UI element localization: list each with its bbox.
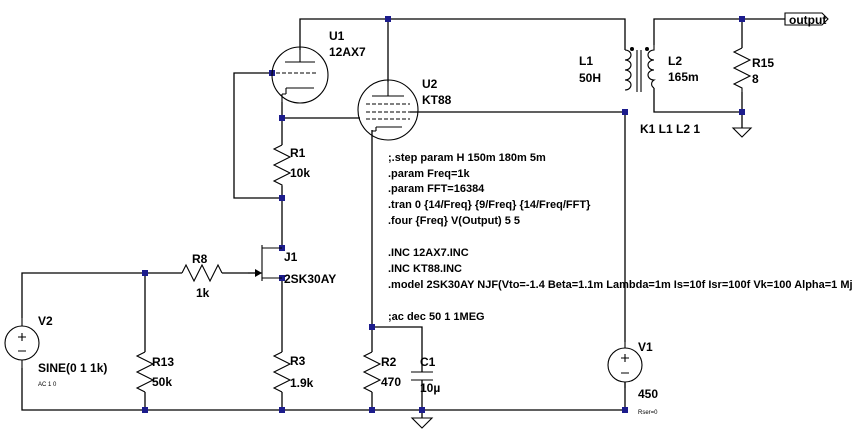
junction-dot: [142, 407, 148, 413]
directive-line: ;.step param H 150m 180m 5m: [388, 152, 546, 164]
j1-value-label: 2SK30AY: [284, 272, 336, 286]
output-flag-label: output: [789, 13, 826, 27]
u1-ref-label: U1: [329, 29, 345, 43]
j1-jfet-symbol[interactable]: [248, 245, 282, 281]
r3-resistor-symbol[interactable]: [272, 351, 292, 393]
v1-source-symbol[interactable]: [607, 342, 643, 388]
wire-u2-plate: [410, 111, 626, 342]
directive-line: .INC KT88.INC: [388, 263, 462, 275]
u1-value-label: 12AX7: [329, 45, 366, 59]
l2-value-label: 165m: [668, 70, 699, 84]
r15-ref-label: R15: [752, 56, 774, 70]
junction-dot: [622, 109, 628, 115]
wire-l2-top: [653, 18, 785, 45]
r13-value-label: 50k: [152, 375, 172, 389]
v2-ref-label: V2: [38, 314, 53, 328]
r3-value-label: 1.9k: [290, 376, 314, 390]
r2-value-label: 470: [381, 375, 401, 389]
transformer-symbol[interactable]: [624, 45, 656, 92]
c1-capacitor-symbol[interactable]: [411, 371, 433, 381]
r1-resistor-symbol[interactable]: [272, 144, 292, 186]
j1-ref-label: J1: [284, 250, 298, 264]
r15-resistor-symbol[interactable]: [732, 47, 752, 92]
r1-value-label: 10k: [290, 166, 310, 180]
junction-dot: [419, 407, 425, 413]
v1-value-label: 450: [638, 387, 658, 401]
junction-dot: [385, 16, 391, 22]
u1-triode-symbol[interactable]: [271, 46, 329, 104]
u2-value-label: KT88: [422, 93, 452, 107]
wire-top-rail: [299, 18, 626, 50]
l1-ref-label: L1: [579, 54, 593, 68]
junction-dot: [739, 16, 745, 22]
r8-value-label: 1k: [196, 286, 210, 300]
directive-line: .model 2SK30AY NJF(Vto=-1.4 Beta=1.1m La…: [388, 279, 853, 291]
spice-directives: ;.step param H 150m 180m 5m .param Freq=…: [388, 152, 853, 323]
directive-line: .INC 12AX7.INC: [388, 247, 469, 259]
wire-v2-top: [21, 272, 182, 318]
wire-u1-grid-feedback: [233, 72, 282, 199]
l1-value-label: 50H: [579, 71, 601, 85]
r2-resistor-symbol[interactable]: [362, 351, 382, 393]
v2-source-symbol[interactable]: [4, 318, 40, 368]
wire-l2-bottom: [653, 88, 743, 113]
v1-extra-label: Rser=0: [638, 410, 658, 416]
l2-ref-label: L2: [668, 54, 682, 68]
directive-line: ;ac dec 50 1 1MEG: [388, 311, 485, 323]
r8-ref-label: R8: [192, 252, 208, 266]
r8-resistor-symbol[interactable]: [181, 263, 223, 283]
r15-value-label: 8: [752, 72, 759, 86]
r3-ref-label: R3: [290, 354, 306, 368]
directive-line: .param Freq=1k: [388, 168, 471, 180]
output-net-flag[interactable]: output: [784, 12, 829, 27]
u2-pentode-symbol[interactable]: [357, 79, 419, 141]
junction-dot: [142, 270, 148, 276]
ground-symbol: [410, 417, 434, 429]
junction-dot: [279, 115, 285, 121]
v1-ref-label: V1: [638, 340, 653, 354]
directive-line: .tran 0 {14/Freq} {9/Freq} {14/Freq/FFT}: [388, 199, 591, 211]
r1-ref-label: R1: [290, 146, 306, 160]
directive-line: .param FFT=16384: [388, 183, 485, 195]
directive-line: .four {Freq} V(Output) 5 5: [388, 215, 520, 227]
junction-dot: [369, 324, 375, 330]
junction-dot: [369, 407, 375, 413]
v2-extra-label: AC 1 0: [38, 382, 57, 388]
junction-dot: [279, 195, 285, 201]
r2-ref-label: R2: [381, 355, 397, 369]
r13-ref-label: R13: [152, 355, 174, 369]
wire-ground-rail: [21, 368, 626, 411]
junction-dot: [279, 407, 285, 413]
ground-symbol: [731, 127, 753, 138]
v2-value-label: SINE(0 1 1k): [38, 361, 107, 375]
c1-ref-label: C1: [420, 355, 436, 369]
junction-dot: [622, 407, 628, 413]
junction-dot: [739, 109, 745, 115]
coupling-label: K1 L1 L2 1: [640, 122, 700, 136]
r13-resistor-symbol[interactable]: [135, 351, 155, 393]
c1-value-label: 10µ: [420, 381, 440, 395]
wire-c1-top: [372, 326, 423, 372]
u2-ref-label: U2: [422, 77, 438, 91]
